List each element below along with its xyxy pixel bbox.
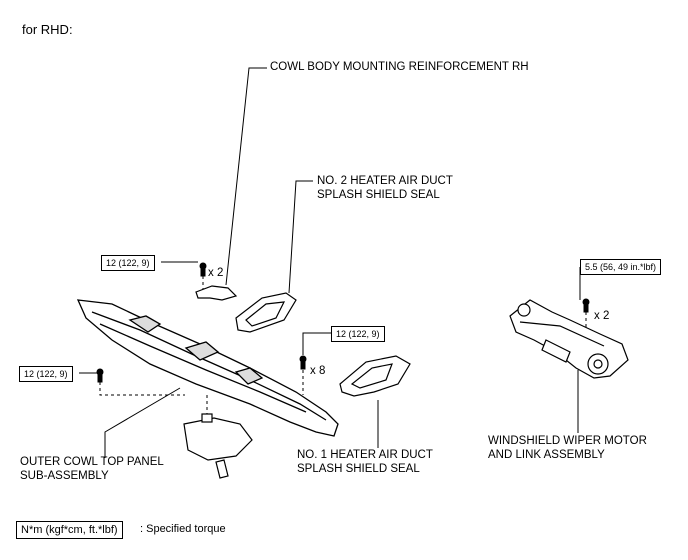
bolt-icon-2 bbox=[96, 368, 104, 383]
outer-cowl-label-line2: SUB-ASSEMBLY bbox=[20, 470, 109, 482]
reservoir-part bbox=[183, 413, 253, 479]
legend-text: : Specified torque bbox=[140, 523, 226, 535]
no2-seal-part bbox=[235, 292, 297, 333]
outer-cowl-panel-part bbox=[76, 299, 339, 437]
quantity-label-3: x 2 bbox=[594, 310, 610, 322]
quantity-label-2: x 8 bbox=[310, 365, 326, 377]
bolt-icon-3 bbox=[299, 355, 307, 370]
no1-seal-label-line1: NO. 1 HEATER AIR DUCT bbox=[297, 449, 433, 461]
torque-box-4: 5.5 (56, 49 in.*lbf) bbox=[580, 259, 662, 275]
bolt-icon-1 bbox=[199, 262, 207, 277]
no1-seal-part bbox=[339, 355, 411, 397]
leader-outer-cowl bbox=[104, 387, 181, 458]
bolt-icon-4 bbox=[582, 298, 590, 313]
quantity-label-1: x 2 bbox=[208, 267, 224, 279]
no2-seal-label-line1: NO. 2 HEATER AIR DUCT bbox=[317, 175, 453, 187]
leader-no2-seal bbox=[288, 180, 313, 294]
torque-box-1: 12 (122, 9) bbox=[101, 255, 155, 271]
no1-seal-label-line2: SPLASH SHIELD SEAL bbox=[297, 463, 420, 475]
outer-cowl-label-line1: OUTER COWL TOP PANEL bbox=[20, 456, 164, 468]
torque-box-3: 12 (122, 9) bbox=[331, 326, 385, 342]
cowl-reinforcement-part bbox=[195, 285, 238, 301]
no2-seal-label-line2: SPLASH SHIELD SEAL bbox=[317, 189, 440, 201]
torque-box-2: 12 (122, 9) bbox=[19, 366, 73, 382]
wiper-label-line1: WINDSHIELD WIPER MOTOR bbox=[488, 435, 647, 447]
cowl-reinforcement-label: COWL BODY MOUNTING REINFORCEMENT RH bbox=[270, 61, 529, 73]
leader-cowl-reinf bbox=[225, 67, 267, 286]
legend-torque-box: N*m (kgf*cm, ft.*lbf) bbox=[16, 521, 123, 539]
wiper-label-line2: AND LINK ASSEMBLY bbox=[488, 449, 605, 461]
wiper-assembly-part bbox=[509, 299, 629, 379]
page-title: for RHD: bbox=[22, 22, 73, 37]
leader-torque-3 bbox=[302, 332, 331, 355]
